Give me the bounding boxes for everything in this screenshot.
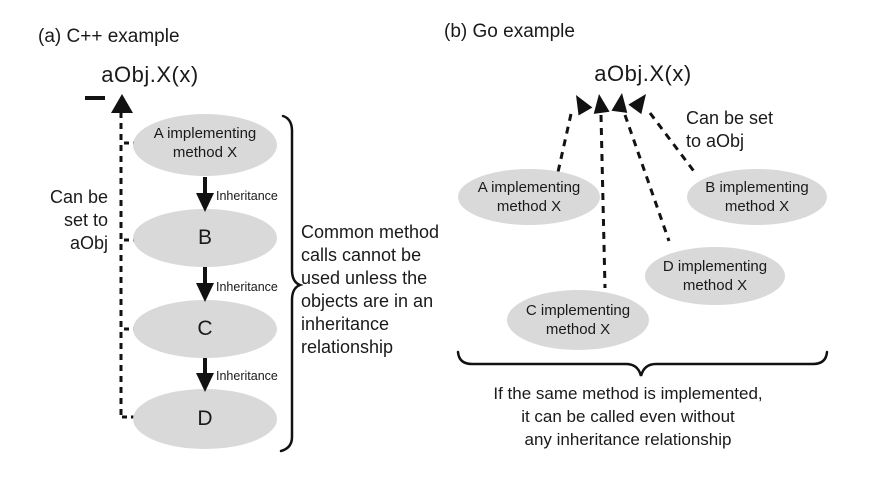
- node-b-ellipse-go: [687, 169, 827, 225]
- node-a-ellipse: [133, 114, 277, 176]
- group-underbrace: [456, 350, 829, 377]
- up-arrow-icon: [111, 94, 133, 113]
- fan-dashed-line-d: [623, 114, 671, 242]
- panel-b-caption: If the same method is implemented, it ca…: [493, 384, 763, 449]
- node-c-label: C: [197, 317, 213, 340]
- node-a-label-go: A implementing method X: [477, 179, 581, 215]
- fan-dashed-line-c: [599, 114, 607, 289]
- panel-b-title: (b) Go example: [444, 21, 575, 42]
- node-c-ellipse: [133, 300, 277, 358]
- panel-a-title: (a) C++ example: [38, 26, 180, 47]
- node-c-label-go: C implementing method X: [525, 302, 631, 338]
- panel-a-brace-note: Common method calls cannot be used unles…: [301, 222, 440, 357]
- node-c-ellipse-go: [507, 290, 649, 350]
- node-d-ellipse-go: [645, 247, 785, 305]
- node-d-label: D: [197, 407, 213, 430]
- fan-arrow-head: [593, 94, 610, 114]
- panel-b-call-label: aObj.X(x): [594, 61, 692, 86]
- fan-dashed-line-a: [556, 113, 573, 173]
- panel-a-side-note: Can be set to aObj: [49, 187, 108, 253]
- node-a-ellipse-go: [458, 169, 600, 225]
- node-b-label: B: [197, 226, 212, 249]
- group-brace-right: [279, 114, 304, 453]
- fan-arrow-head: [628, 94, 646, 115]
- node-d-label-go: D implementing method X: [662, 258, 768, 294]
- inheritance-arrow-head: [196, 373, 214, 392]
- inheritance-label-1: Inheritance: [216, 189, 278, 203]
- panel-a-call-label: aObj.X(x): [101, 62, 199, 87]
- node-b-label-go: B implementing method X: [705, 179, 809, 215]
- node-b-ellipse: [133, 209, 277, 267]
- fan-arrow-head: [576, 95, 593, 116]
- inheritance-label-3: Inheritance: [216, 369, 278, 383]
- fan-arrow-head: [611, 93, 628, 113]
- inheritance-arrow-head: [196, 283, 214, 302]
- inheritance-label-2: Inheritance: [216, 280, 278, 294]
- tick-mark: [85, 96, 105, 100]
- inheritance-arrow-head: [196, 193, 214, 212]
- panel-b-side-note: Can be set to aObj: [686, 108, 774, 151]
- node-d-ellipse: [133, 389, 277, 449]
- node-a-label: A implementing method X: [153, 125, 257, 161]
